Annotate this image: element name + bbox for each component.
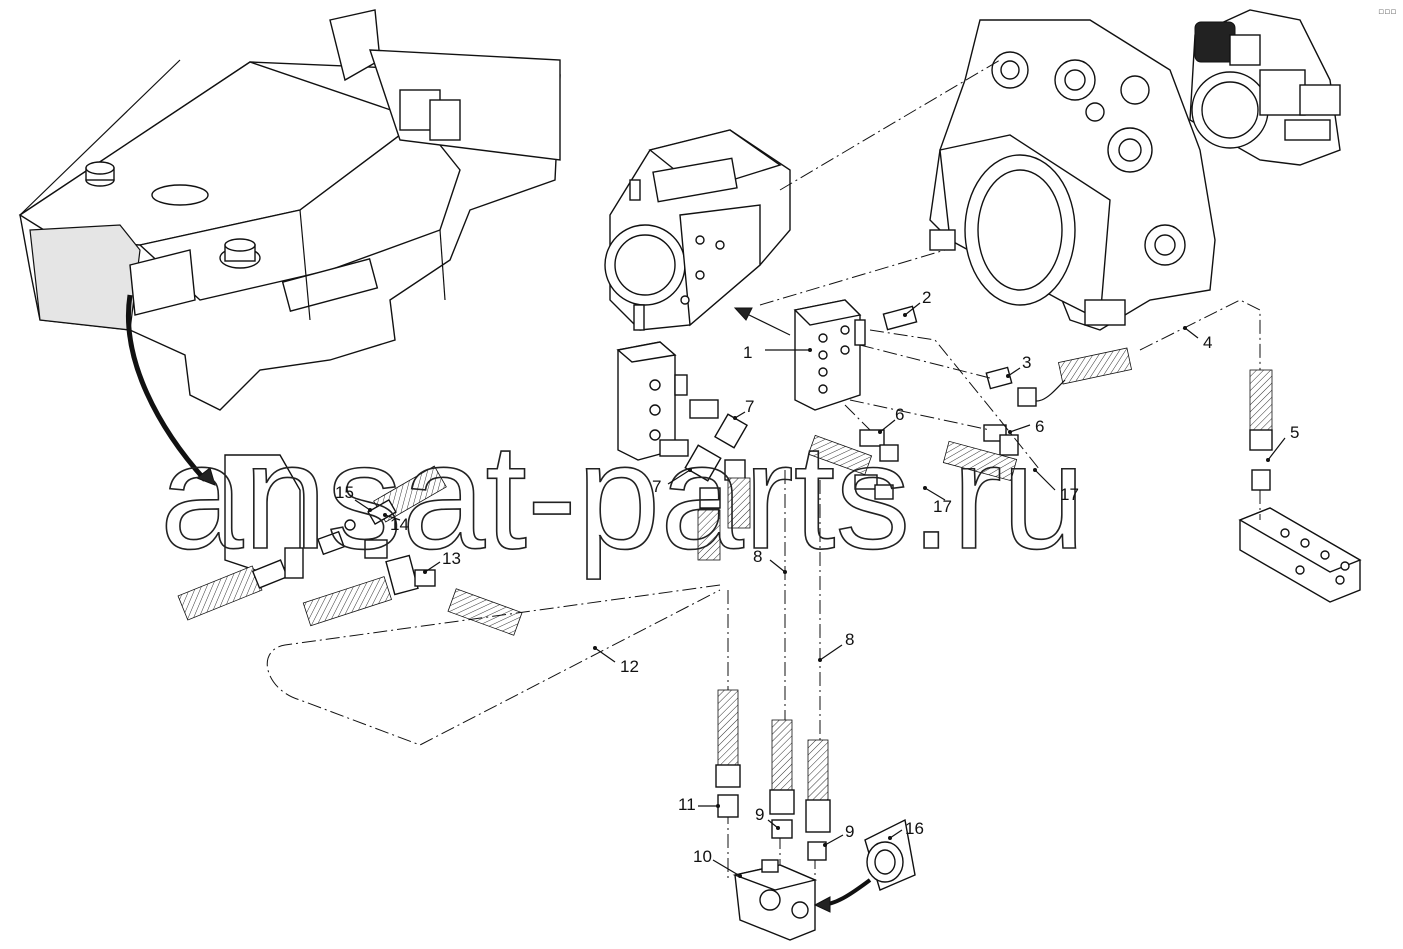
callout-4: 4	[1203, 333, 1212, 352]
fittings-central	[659, 305, 1273, 561]
manifold-block-1	[793, 299, 866, 411]
gear-pump	[732, 859, 872, 941]
callout-3: 3	[1022, 353, 1031, 372]
callout-2: 2	[922, 288, 931, 307]
leader-lines	[354, 302, 1286, 878]
hydraulic-pump	[604, 129, 791, 336]
motor-unit	[1189, 9, 1341, 166]
callout-12: 12	[620, 657, 639, 676]
callout-9a: 9	[755, 805, 764, 824]
callout-6b: 6	[1035, 417, 1044, 436]
hoses-lower	[715, 689, 831, 861]
callout-7a: 7	[745, 397, 754, 416]
callout-8b: 8	[845, 630, 854, 649]
callout-15: 15	[335, 483, 354, 502]
callout-17a: 17	[1060, 485, 1079, 504]
watermark: ansat-parts.ru	[160, 412, 1085, 580]
corner-mark: ▫▫▫	[1378, 7, 1396, 17]
distribution-block	[1238, 507, 1362, 603]
callout-labels: 1 2 3 4 5 6 6 7 7 8 8 9 9 10 11 12 13 14…	[335, 288, 1299, 866]
callout-11: 11	[678, 795, 696, 814]
machine-frame	[18, 9, 561, 486]
callout-14: 14	[390, 515, 409, 534]
callout-8a: 8	[753, 547, 762, 566]
callout-13: 13	[442, 549, 461, 568]
callout-16: 16	[905, 819, 924, 838]
hose-assembly-left	[177, 454, 523, 636]
callout-9b: 9	[845, 822, 854, 841]
manifold-block-2	[616, 341, 688, 461]
callout-5: 5	[1290, 423, 1299, 442]
callout-7b: 7	[652, 477, 661, 496]
callout-6a: 6	[895, 405, 904, 424]
seal-kit	[864, 818, 916, 891]
pump-drive-housing	[929, 19, 1216, 331]
callout-17b: 17	[933, 497, 952, 516]
callout-10: 10	[693, 847, 712, 866]
callout-1: 1	[743, 343, 752, 362]
